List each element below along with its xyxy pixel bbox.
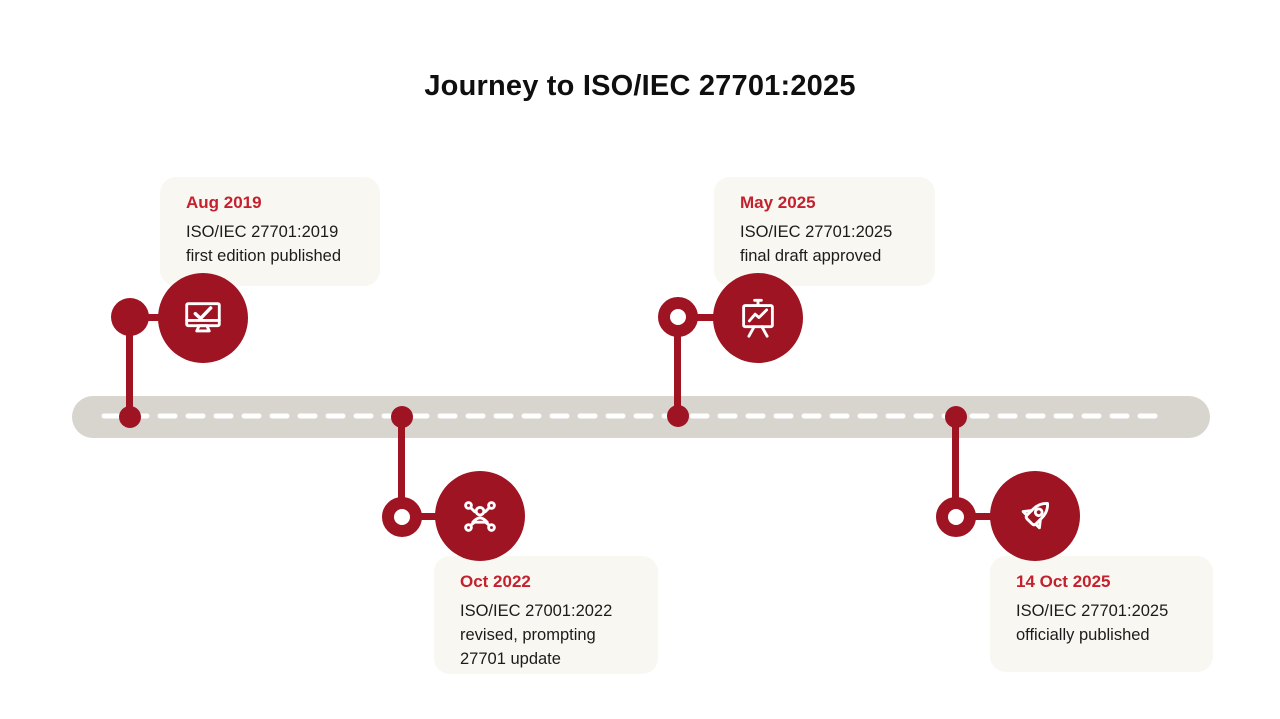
milestone-description: ISO/IEC 27701:2019 first edition publish… (186, 223, 342, 265)
person-network-icon (464, 501, 496, 532)
milestone-card-may-2025: May 2025 ISO/IEC 27701:2025 final draft … (714, 177, 935, 286)
connector-line (674, 317, 681, 416)
milestone-description: ISO/IEC 27701:2025 final draft approved (740, 223, 893, 265)
timeline-node-dot (391, 406, 413, 428)
junction-circle (658, 297, 698, 337)
timeline-node-dot (667, 405, 689, 427)
milestone-icon-circle (435, 471, 525, 561)
timeline-node-dot (119, 406, 141, 428)
junction-circle (936, 497, 976, 537)
connector-line (952, 417, 959, 517)
timeline-node-dot (945, 406, 967, 428)
milestone-date: 14 Oct 2025 (1016, 572, 1111, 591)
milestone-card-14-oct-2025: 14 Oct 2025 ISO/IEC 27701:2025 officiall… (990, 556, 1213, 672)
milestone-description: ISO/IEC 27001:2022 revised, prompting 27… (460, 602, 613, 668)
rocket-icon (1021, 502, 1049, 530)
milestone-icon-circle (990, 471, 1080, 561)
milestone-description: ISO/IEC 27701:2025 officially published (1016, 602, 1169, 644)
junction-circle (111, 298, 149, 336)
milestone-date: Oct 2022 (460, 572, 531, 591)
connector-line (398, 417, 405, 517)
connector-line (126, 317, 133, 417)
monitor-check-icon (185, 302, 221, 333)
junction-circle (382, 497, 422, 537)
milestone-icon-circle (713, 273, 803, 363)
milestone-icon-circle (158, 273, 248, 363)
milestone-card-oct-2022: Oct 2022 ISO/IEC 27001:2022 revised, pro… (434, 556, 658, 674)
milestone-card-aug-2019: Aug 2019 ISO/IEC 27701:2019 first editio… (160, 177, 380, 286)
timeline-dashed-line (101, 413, 1169, 419)
presentation-chart-icon (742, 298, 774, 338)
page-title: Journey to ISO/IEC 27701:2025 (424, 70, 856, 102)
milestone-date: May 2025 (740, 193, 816, 212)
milestone-date: Aug 2019 (186, 193, 262, 212)
